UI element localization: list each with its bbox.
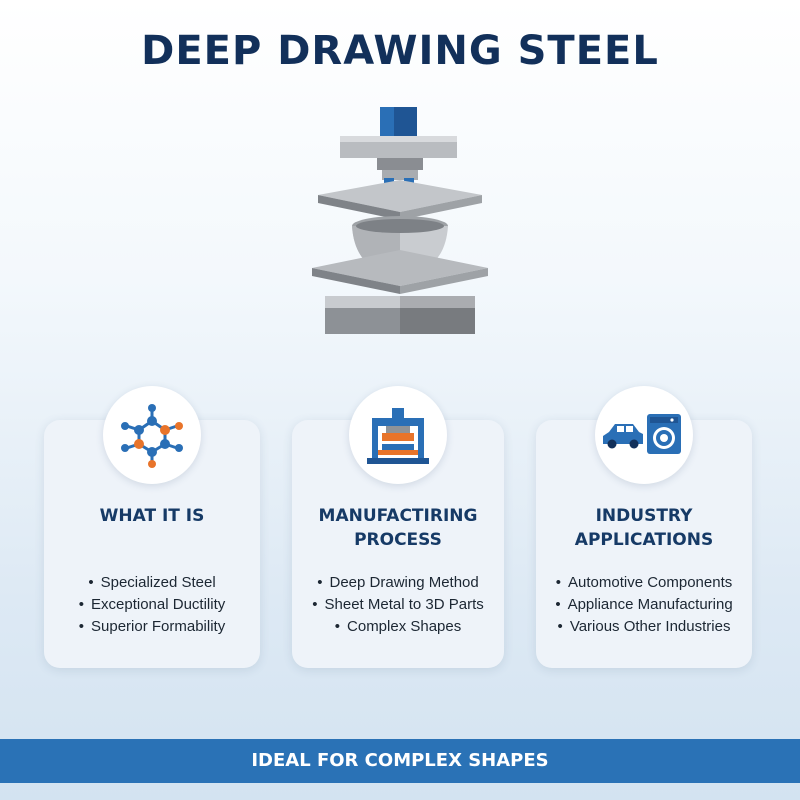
list-item: Complex Shapes — [292, 616, 504, 638]
list-item: Appliance Manufacturing — [536, 594, 752, 616]
list-item: Automotive Components — [536, 572, 752, 594]
list-item: Deep Drawing Method — [292, 572, 504, 594]
list-item: Sheet Metal to 3D Parts — [292, 594, 504, 616]
manufacturing-process-card: MANUFACTIRING PROCESS Deep Drawing Metho… — [292, 386, 504, 668]
card-title: MANUFACTIRING PROCESS — [318, 506, 478, 550]
list-item: Exceptional Ductility — [44, 594, 260, 616]
page-title: DEEP DRAWING STEEL — [141, 28, 659, 74]
what-it-is-card: WHAT IT IS Specialized Steel Exceptional… — [44, 386, 260, 668]
card-list: Specialized Steel Exceptional Ductility … — [44, 572, 260, 638]
list-item: Superior Formability — [44, 616, 260, 638]
card-title: INDUSTRY APPLICATIONS — [574, 506, 714, 550]
list-item: Specialized Steel — [44, 572, 260, 594]
card-list: Automotive Components Appliance Manufact… — [536, 572, 752, 638]
card-title: WHAT IT IS — [99, 506, 205, 526]
car-and-washing-machine-icon — [603, 414, 681, 454]
stamping-press-icon — [367, 408, 429, 464]
bottom-banner: IDEAL FOR COMPLEX SHAPES — [0, 739, 800, 783]
card-list: Deep Drawing Method Sheet Metal to 3D Pa… — [292, 572, 504, 638]
molecule-icon — [121, 404, 183, 468]
list-item: Various Other Industries — [536, 616, 752, 638]
deep-drawing-press-icon — [312, 107, 488, 334]
industry-applications-card: INDUSTRY APPLICATIONS Automotive Compone… — [536, 386, 752, 668]
